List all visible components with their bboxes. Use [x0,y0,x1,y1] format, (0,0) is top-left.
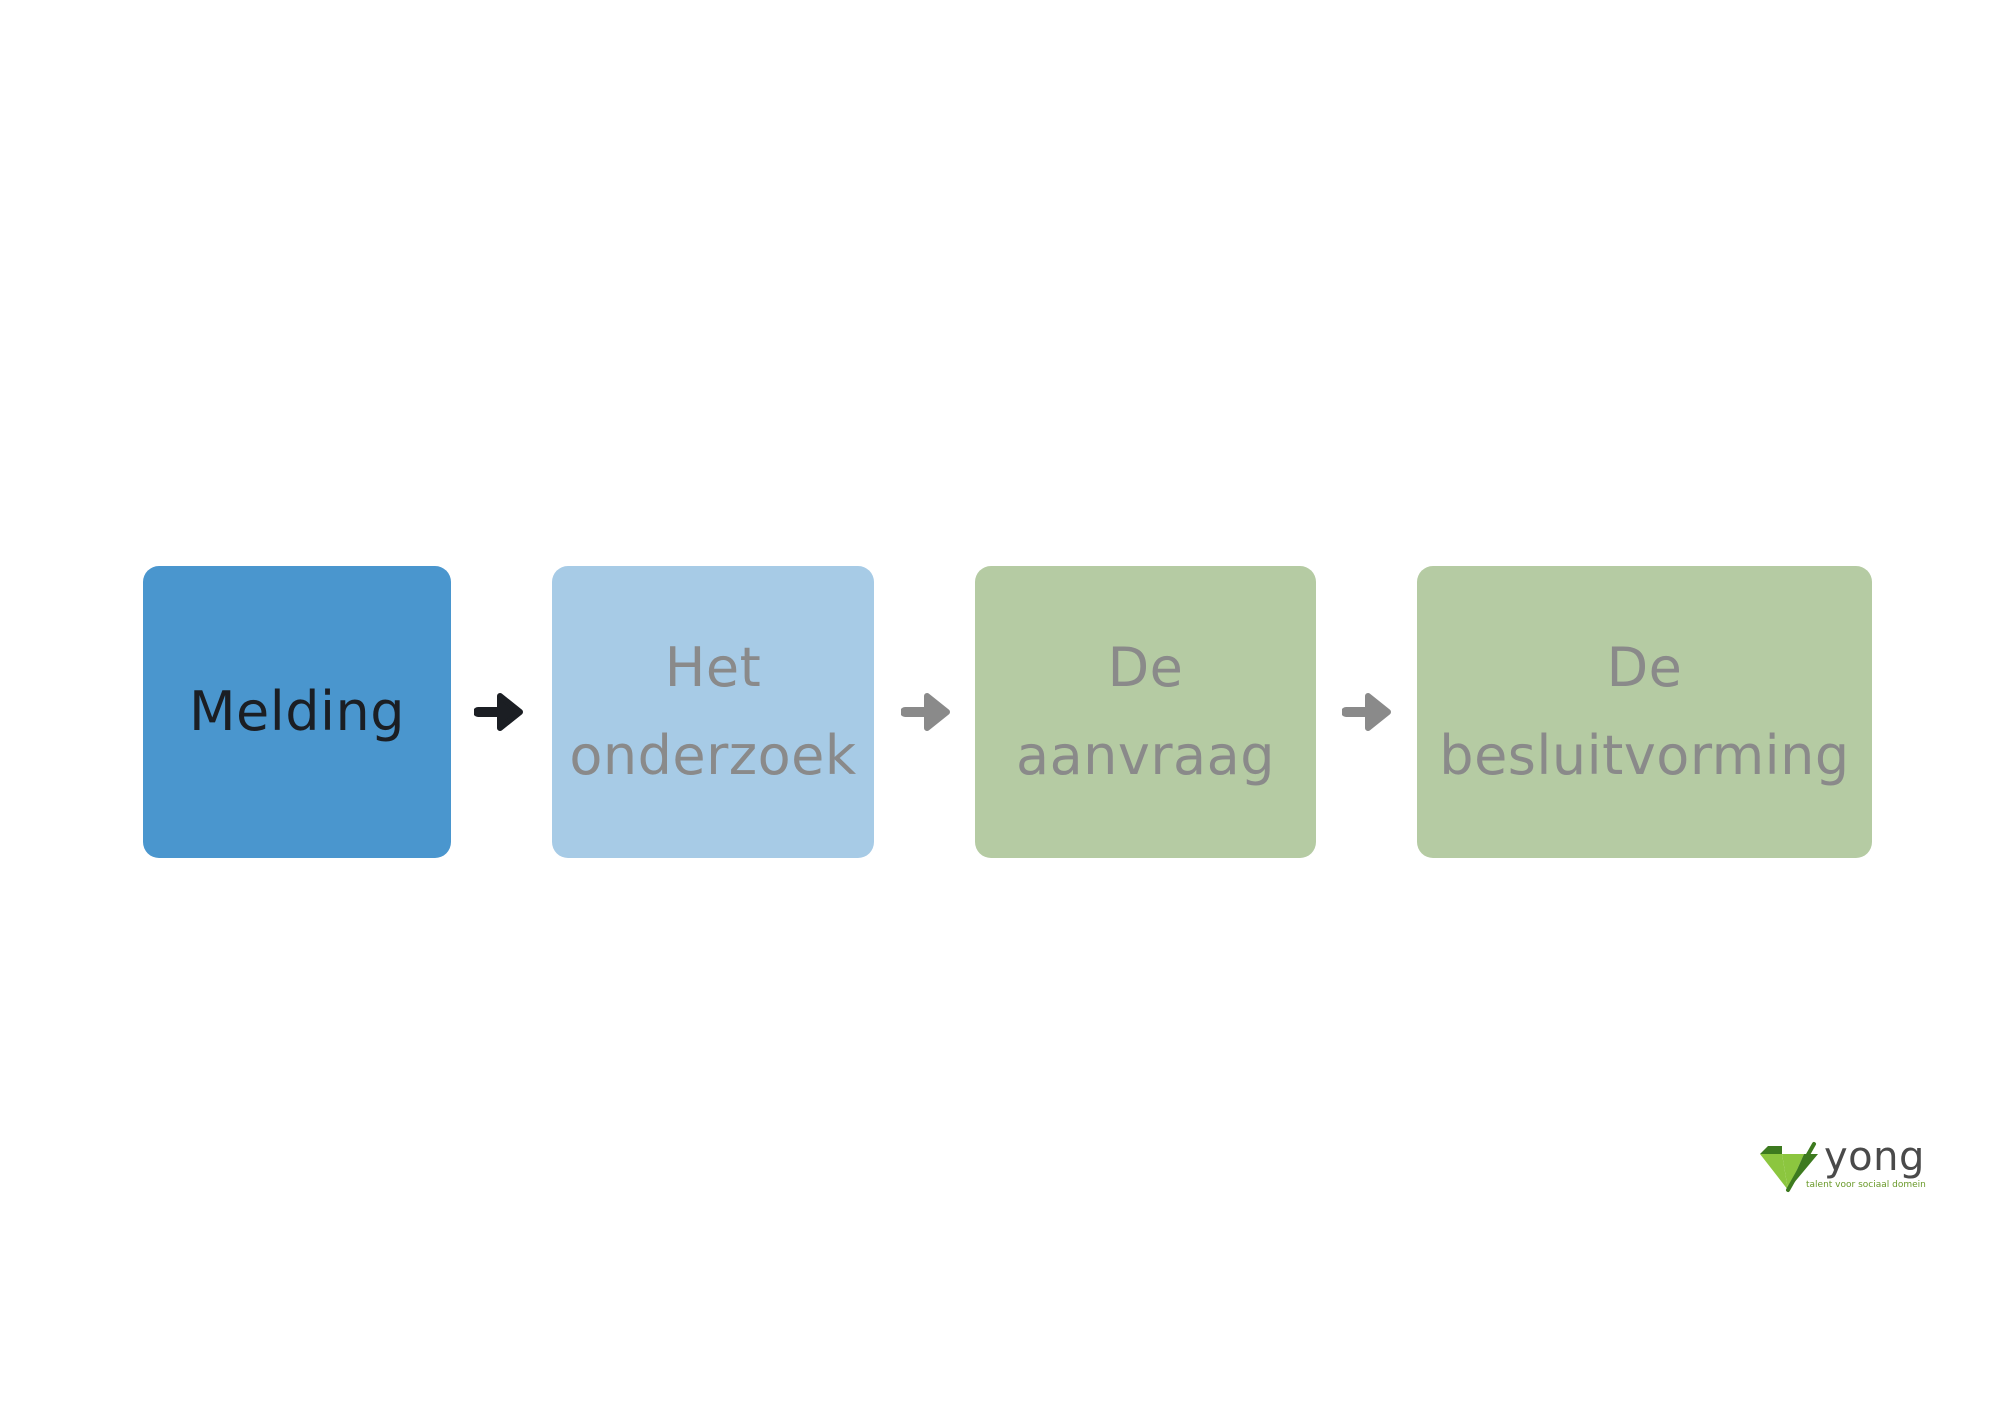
step-het-onderzoek: Het onderzoek [552,566,874,858]
step-de-aanvraag: De aanvraag [975,566,1316,858]
logo-tagline: talent voor sociaal domein [1806,1180,1926,1190]
step-label: Het onderzoek [569,636,857,787]
yong-logo: yong talent voor sociaal domein [1758,1134,1926,1196]
arrow-right-icon [901,693,950,731]
step-melding: Melding [143,566,451,858]
arrow-right-icon [474,693,523,731]
step-label: Melding [188,680,406,743]
step-de-besluitvorming: De besluitvorming [1417,566,1872,858]
step-label: De besluitvorming [1439,636,1850,787]
arrow-right-icon [1342,693,1391,731]
step-label: De aanvraag [1015,636,1276,787]
logo-wordmark: yong [1824,1134,1925,1180]
diamond-logo-icon [1760,1142,1818,1192]
